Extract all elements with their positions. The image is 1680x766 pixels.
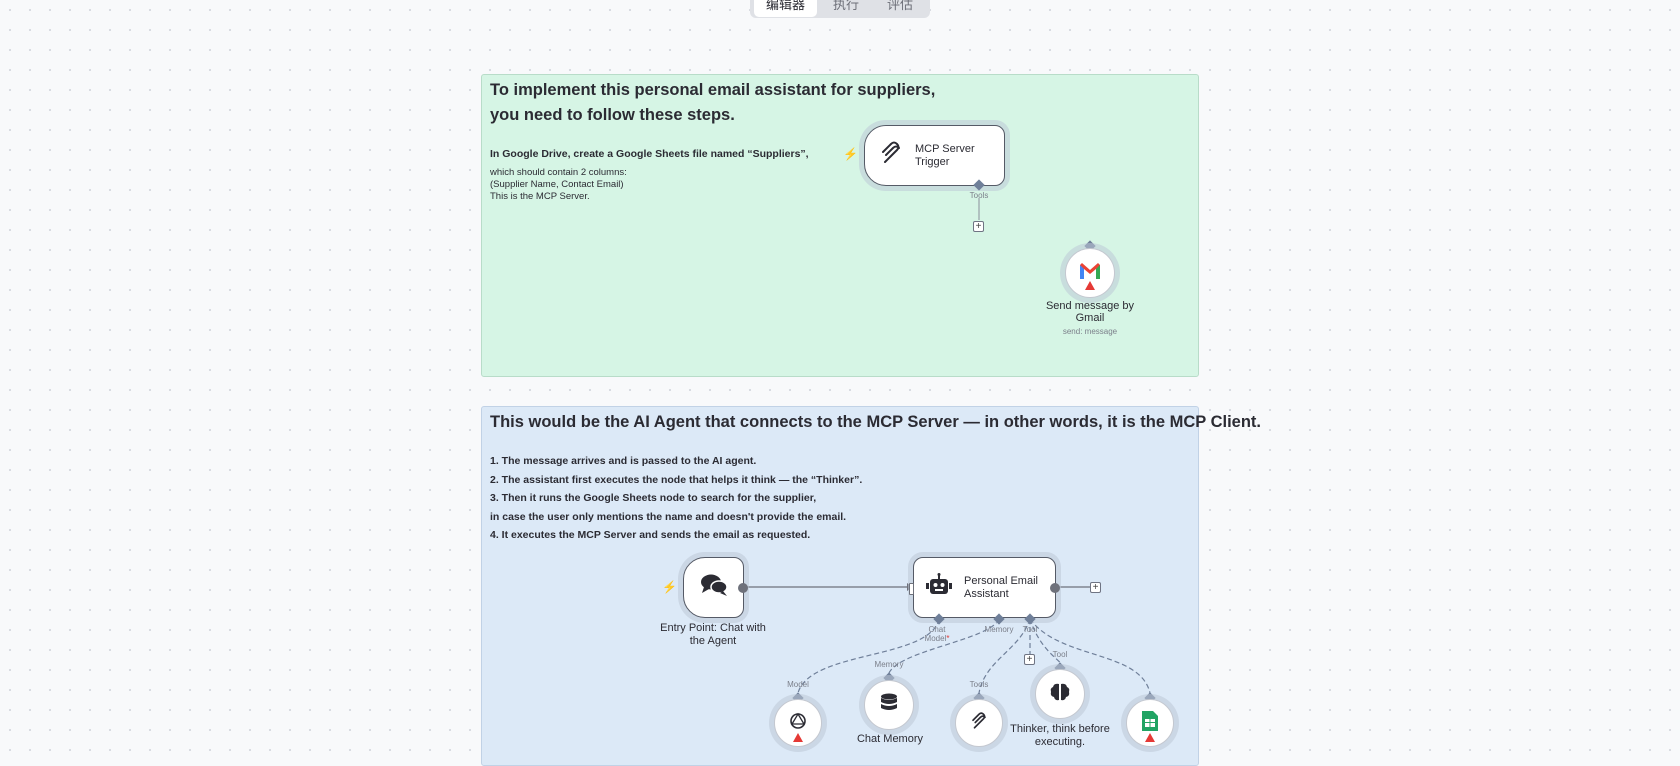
note2-step-3: 3. Then it runs the Google Sheets node t… — [490, 492, 817, 505]
note1-line3: This is the MCP Server. — [490, 191, 590, 202]
note1-title-line1: To implement this personal email assista… — [490, 81, 936, 99]
tools-sub-handle-label: Tools — [969, 680, 989, 689]
tools-handle-label: Tools — [969, 191, 989, 200]
chat-label-2: the Agent — [689, 635, 737, 647]
agent-label-2: Assistant — [964, 587, 1009, 600]
chat-memory-node[interactable] — [864, 680, 914, 730]
brain-icon — [1050, 683, 1070, 706]
agent-add-next-button[interactable]: + — [1090, 582, 1101, 593]
add-tool-button[interactable]: + — [973, 221, 984, 232]
chat-trigger-node[interactable] — [683, 557, 744, 618]
mcp-client-node[interactable] — [955, 699, 1003, 747]
personal-email-assistant-node[interactable]: Personal Email Assistant — [913, 557, 1056, 618]
note1-line1: which should contain 2 columns: — [490, 167, 627, 178]
mcp-server-trigger-node[interactable]: MCP Server Trigger — [864, 125, 1005, 186]
gmail-sublabel: send: message — [1062, 327, 1118, 336]
gmail-label-1: Send message by — [1045, 300, 1135, 312]
note2-step-2: 2. The assistant first executes the node… — [490, 473, 863, 486]
tools-connector — [978, 198, 980, 220]
memory-handle-label: Memory — [984, 625, 1014, 634]
robot-icon — [926, 573, 952, 602]
sticky-note-mcp-server[interactable] — [481, 74, 1199, 377]
agent-output-handle[interactable] — [1050, 583, 1060, 593]
mcp-trigger-label-1: MCP Server — [915, 142, 975, 155]
google-sheets-icon — [1142, 710, 1158, 736]
model-handle-label: Model — [787, 680, 809, 689]
gmail-warning-icon — [1085, 281, 1095, 290]
thinker-node[interactable] — [1035, 669, 1085, 719]
chat-label-1: Entry Point: Chat with — [660, 622, 766, 634]
add-tool-button-agent[interactable]: + — [1024, 654, 1035, 665]
note2-title: This would be the AI Agent that connects… — [490, 413, 1261, 431]
thinker-handle-label: Tool — [1052, 650, 1068, 659]
mcp-trigger-label-2: Trigger — [915, 155, 950, 168]
gmail-label-2: Gmail — [1075, 312, 1105, 324]
database-icon — [880, 693, 898, 718]
trigger-bolt-icon: ⚡ — [843, 147, 858, 161]
note2-step-3b: in case the user only mentions the name … — [490, 510, 847, 523]
openai-icon — [788, 711, 808, 736]
chat-memory-label: Chat Memory — [856, 733, 924, 745]
sheets-warning-icon — [1145, 733, 1155, 742]
thinker-label-1: Thinker, think before — [1010, 723, 1110, 735]
google-sheets-node[interactable] — [1126, 699, 1174, 747]
thinker-label-2: executing. — [1034, 736, 1086, 748]
gmail-icon — [1079, 262, 1101, 285]
note2-step-4: 4. It executes the MCP Server and sends … — [490, 529, 811, 542]
chat-output-handle[interactable] — [738, 583, 748, 593]
chat-model-handle-label: Chat Model* — [924, 625, 950, 643]
tab-editor[interactable]: 编辑器 — [754, 0, 818, 17]
mcp-icon — [879, 141, 903, 170]
note2-step-1: 1. The message arrives and is passed to … — [490, 455, 757, 467]
mcp-client-icon — [970, 711, 988, 735]
note1-title-line2: you need to follow these steps. — [490, 106, 735, 124]
agent-input-handle[interactable] — [909, 583, 914, 595]
tab-evaluations[interactable]: 评估 — [887, 0, 914, 12]
tab-executions[interactable]: 执行 — [833, 0, 860, 12]
note1-line2: (Supplier Name, Contact Email) — [490, 179, 624, 190]
agent-label-1: Personal Email — [964, 574, 1038, 587]
tool-handle-label: Tool — [1022, 625, 1038, 634]
memory-sub-handle-label: Memory — [874, 660, 904, 669]
chat-trigger-bolt-icon: ⚡ — [662, 580, 677, 594]
chat-bubbles-icon — [700, 573, 728, 602]
view-toggle: 编辑器 执行 评估 — [750, 0, 930, 18]
note1-subtitle: In Google Drive, create a Google Sheets … — [490, 148, 809, 160]
model-warning-icon — [793, 733, 803, 742]
